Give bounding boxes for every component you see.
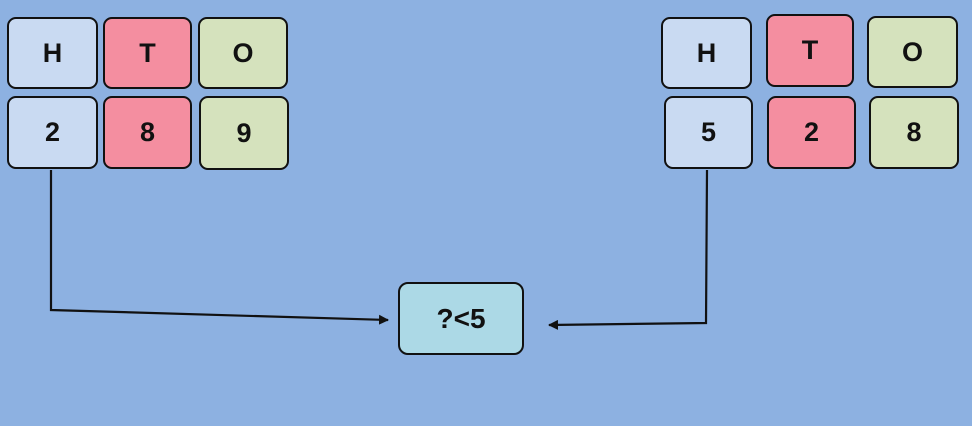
right-tens-header: T [766, 14, 854, 87]
left-ones-header: O [198, 17, 288, 89]
comparison-box: ?<5 [398, 282, 524, 355]
left-tens-header: T [103, 17, 192, 89]
right-ones-header: O [867, 16, 958, 88]
left-connector-arrow [49, 170, 389, 325]
left-tens-digit: 8 [103, 96, 192, 169]
right-hundreds-digit: 5 [664, 96, 753, 169]
left-ones-digit: 9 [199, 96, 289, 170]
left-hundreds-header: H [7, 17, 98, 89]
right-hundreds-header: H [661, 17, 752, 89]
right-connector-arrow [548, 169, 709, 330]
left-hundreds-digit: 2 [7, 96, 98, 169]
right-tens-digit: 2 [767, 96, 856, 169]
right-ones-digit: 8 [869, 96, 959, 169]
